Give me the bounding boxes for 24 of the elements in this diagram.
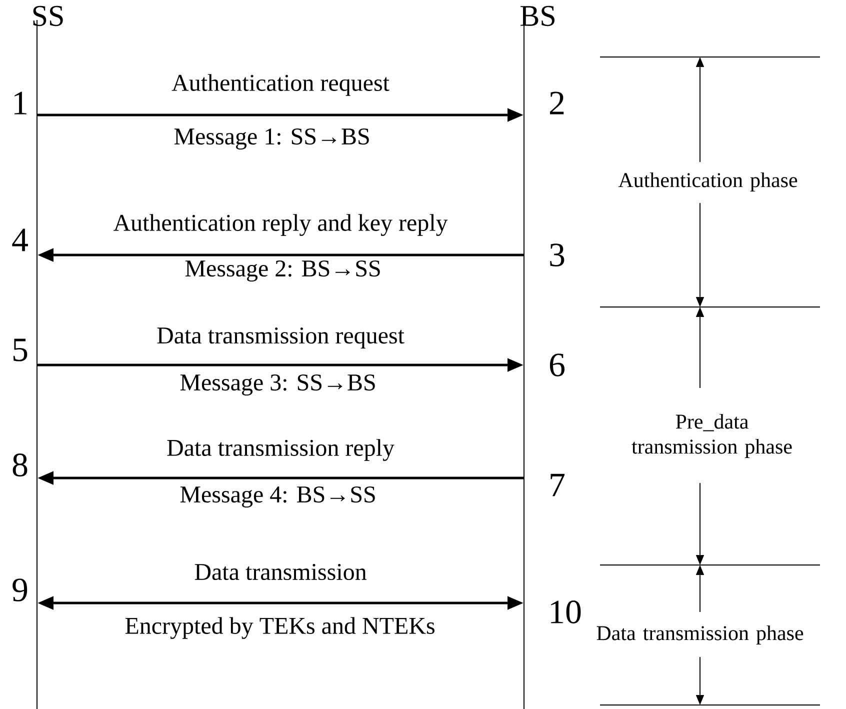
phase-label: Data transmission phase — [596, 625, 804, 645]
message-label: Data transmission request — [157, 328, 404, 348]
step-number: 6 — [550, 354, 564, 376]
step-number: 9 — [12, 578, 28, 602]
step-number: 3 — [550, 244, 564, 266]
step-number: 10 — [551, 600, 581, 624]
phase-label: Pre_data transmission phase — [632, 414, 792, 458]
message-caption: Message 4: BS→SS — [180, 486, 375, 508]
message-label: Authentication request — [172, 74, 390, 96]
step-number: 1 — [14, 92, 26, 114]
step-number: 5 — [13, 338, 28, 362]
message-caption: Message 3: SS→BS — [180, 374, 375, 396]
message-label: Data transmission reply — [167, 439, 394, 461]
step-number: 4 — [12, 228, 28, 252]
lifeline: SS — [33, 6, 63, 709]
message-caption: Encrypted by TEKs and NTEKs — [125, 617, 434, 639]
phase-label: Authentication phase — [618, 172, 798, 192]
step-number: 7 — [550, 474, 565, 496]
step-number: 2 — [550, 92, 564, 114]
message-caption: Message 1: SS→BS — [174, 128, 369, 150]
message-caption: Message 2: BS→SS — [185, 260, 380, 282]
step-number: 8 — [12, 454, 28, 476]
message-label: Data transmission — [194, 564, 366, 580]
message-label: Authentication reply and key reply — [113, 214, 448, 236]
